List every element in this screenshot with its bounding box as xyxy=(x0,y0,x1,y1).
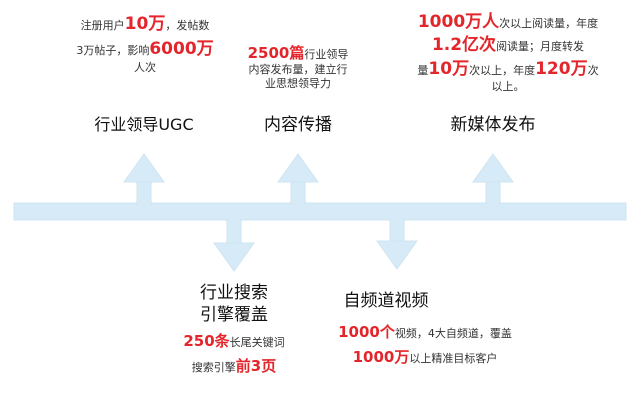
video-count-value: 1000个 xyxy=(338,323,395,341)
ugc-label: 行业领导UGC xyxy=(94,115,194,134)
down-arrow-search-head xyxy=(213,242,255,272)
ugc-line1: 注册用户10万，发帖数 xyxy=(80,14,210,34)
search-description: 250条长尾关键词 搜索引擎前3页 xyxy=(160,332,308,376)
search-label: 行业搜索 引擎覆盖 xyxy=(180,282,288,326)
search-keywords-value: 250条 xyxy=(183,332,230,350)
content-label: 内容传播 xyxy=(264,115,332,135)
search-label-line2: 引擎覆盖 xyxy=(200,305,268,326)
content-line2: 内容发布量，建立行 xyxy=(248,62,348,76)
media-line3: 量10万次以上，年度120万次 xyxy=(417,58,599,79)
search-rank-value: 前3页 xyxy=(235,356,277,375)
search-label-line1: 行业搜索 xyxy=(200,283,268,303)
media-shares-value: 10万 xyxy=(428,58,470,79)
ugc-line2: 3万帖子，影响6000万 xyxy=(76,39,214,60)
down-arrow-video-head xyxy=(376,240,418,270)
media-line4: 以上。 xyxy=(491,79,525,93)
up-arrow-content-head xyxy=(277,153,319,183)
up-arrow-ugc-head xyxy=(123,153,165,183)
media-description: 1000万人次以上阅读量，年度 1.2亿次阅读量；月度转发 量10万次以上，年度… xyxy=(402,12,614,94)
up-arrow-media-head xyxy=(472,153,514,183)
video-description: 1000个视频，4大自频道，覆盖 1000万以上精准目标客户 xyxy=(322,323,528,367)
media-views-value: 1.2亿次 xyxy=(431,35,497,56)
ugc-line3: 人次 xyxy=(134,60,156,74)
ugc-users-value: 10万 xyxy=(124,14,166,34)
ugc-description: 注册用户10万，发帖数 3万帖子，影响6000万 人次 xyxy=(60,14,230,74)
media-line2: 1.2亿次阅读量；月度转发 xyxy=(431,35,585,56)
ugc-reach-value: 6000万 xyxy=(149,39,214,60)
content-articles-value: 2500篇 xyxy=(247,44,305,62)
video-label: 自频道视频 xyxy=(343,291,429,311)
media-readers-value: 1000万人 xyxy=(417,12,500,32)
video-audience-value: 1000万 xyxy=(352,347,410,366)
media-label: 新媒体发布 xyxy=(450,115,536,135)
video-line1: 1000个视频，4大自频道，覆盖 xyxy=(338,323,512,341)
video-line2: 1000万以上精准目标客户 xyxy=(352,347,498,366)
search-line2: 搜索引擎前3页 xyxy=(191,356,277,375)
content-description: 2500篇行业领导 内容发布量，建立行 业思想领导力 xyxy=(236,44,360,90)
content-line1: 2500篇行业领导 xyxy=(247,44,349,62)
media-line1: 1000万人次以上阅读量，年度 xyxy=(417,12,599,32)
search-line1: 250条长尾关键词 xyxy=(183,332,285,350)
horizontal-band xyxy=(13,202,627,221)
content-line3: 业思想领导力 xyxy=(265,76,331,90)
media-yearly-shares-value: 120万 xyxy=(535,58,588,79)
